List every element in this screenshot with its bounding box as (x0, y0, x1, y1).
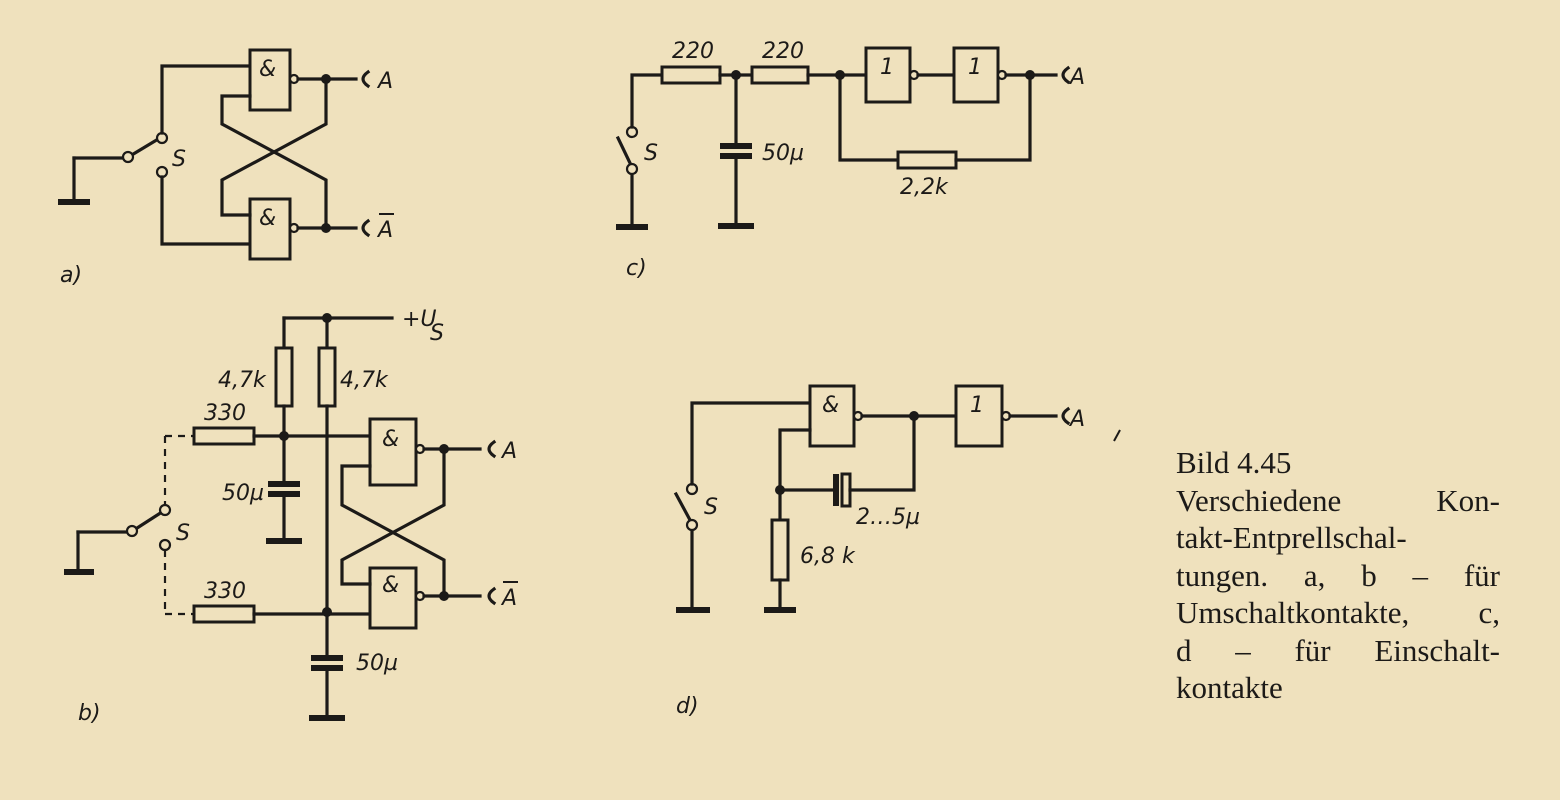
switch-label-c: S (644, 141, 658, 166)
resistor-label-d: 6,8 k (800, 544, 856, 569)
not-gate-c-1 (864, 46, 920, 104)
resistor-label-r1-c: 220 (672, 39, 714, 64)
capacitor-top-b (266, 434, 302, 544)
nand-gate-b-top (368, 417, 426, 487)
caption-line-4: Umschaltkontakte, c, (1176, 595, 1500, 630)
supply-rail-b (282, 313, 394, 323)
cross-feedback-a (220, 77, 328, 230)
caption-line-1: Verschiedene Kon- (1176, 482, 1500, 518)
circuit-b: +U S 4,7k 4,7k 330 330 (64, 307, 518, 726)
gate-label-c-1: 1 (880, 55, 894, 80)
resistor-label-top-b: 330 (204, 401, 246, 426)
cross-feedback-b (340, 447, 446, 598)
capacitor-label-d: 2…5µ (856, 505, 920, 530)
ground-c (616, 173, 648, 230)
print-speck (1113, 429, 1121, 442)
resistor-r1-c (660, 65, 722, 85)
figure-number: Bild 4.45 (1176, 445, 1292, 480)
gate-label-b-bottom: & (382, 573, 399, 598)
resistor-label-pullup-right-b: 4,7k (340, 368, 389, 393)
output-label-d: A (1068, 407, 1085, 432)
switch-c[interactable] (615, 125, 639, 176)
switch-label-d: S (704, 495, 718, 520)
resistor-r2-c (750, 65, 810, 85)
gate-label-a-bottom: & (259, 206, 276, 231)
nand-gate-d (808, 384, 864, 448)
caption-line-2: takt-Entprellschal- (1176, 520, 1407, 555)
not-gate-d (954, 384, 1012, 448)
capacitor-label-bottom-b: 50µ (356, 651, 398, 676)
resistor-bottom-b (165, 604, 372, 624)
circuit-c: S 220 220 50µ 1 1 (615, 39, 1085, 281)
capacitor-d (778, 414, 916, 508)
output-connector-d (1061, 406, 1071, 426)
caption-line-5: d – für Einschalt- (1176, 632, 1500, 668)
resistor-label-bottom-b: 330 (204, 579, 246, 604)
output-connector-c (1061, 65, 1071, 85)
output-label-b-inv: A (500, 586, 517, 611)
circuit-tag-c: c) (626, 256, 647, 281)
circuit-tag-b: b) (78, 701, 101, 726)
capacitor-label-top-b: 50µ (222, 481, 264, 506)
output-connector-b-inv (487, 586, 497, 606)
supply-label-sub-b: S (430, 321, 444, 346)
ground-d (676, 528, 710, 613)
resistor-d (764, 488, 796, 613)
circuit-tag-d: d) (676, 694, 699, 719)
nand-gate-a-top (248, 48, 300, 112)
resistor-label-fb-c: 2,2k (900, 175, 949, 200)
ground-b (64, 530, 132, 575)
gate-label-a-top: & (259, 57, 276, 82)
ground-a (58, 156, 128, 205)
resistor-label-pullup-left-b: 4,7k (218, 368, 267, 393)
switch-label-b: S (176, 521, 190, 546)
capacitor-c (718, 73, 754, 229)
gate-label-d-nand: & (822, 393, 839, 418)
circuit-d: S & 1 A 2…5µ 6,8 k (673, 384, 1085, 719)
resistor-top-b (165, 426, 372, 446)
switch-label-a: S (172, 147, 186, 172)
capacitor-label-c: 50µ (762, 141, 804, 166)
caption-line-3: tungen. a, b – für (1176, 557, 1500, 593)
supply-label-b: +U (402, 307, 437, 332)
output-connector-a-inv (361, 218, 371, 238)
not-gate-c-2 (952, 46, 1008, 104)
nand-gate-a-bottom (248, 197, 300, 261)
output-label-a: A (376, 69, 393, 94)
output-label-c: A (1068, 65, 1085, 90)
output-connector-a (361, 69, 371, 89)
nand-gate-b-bottom (368, 566, 426, 630)
feedback-resistor-c (838, 73, 1032, 170)
gate-label-c-2: 1 (968, 55, 982, 80)
resistor-pullup-right-b (317, 316, 337, 614)
figure-caption: Bild 4.45 Verschiedene Kon- takt-Entprel… (1176, 444, 1500, 707)
gate-label-b-top: & (382, 427, 399, 452)
resistor-label-r2-c: 220 (762, 39, 804, 64)
switch-d[interactable] (673, 482, 699, 532)
output-connector-b (487, 439, 497, 459)
output-label-a-inv: A (376, 218, 393, 243)
resistor-pullup-left-b (274, 316, 294, 438)
capacitor-bottom-b (309, 610, 345, 721)
switch-b[interactable] (125, 503, 172, 552)
circuit-a: S & & A A a) (58, 48, 394, 288)
output-label-b: A (500, 439, 517, 464)
switch-a[interactable] (121, 131, 169, 179)
circuit-tag-a: a) (60, 263, 82, 288)
caption-line-6: kontakte (1176, 670, 1283, 705)
gate-label-d-not: 1 (970, 393, 984, 418)
